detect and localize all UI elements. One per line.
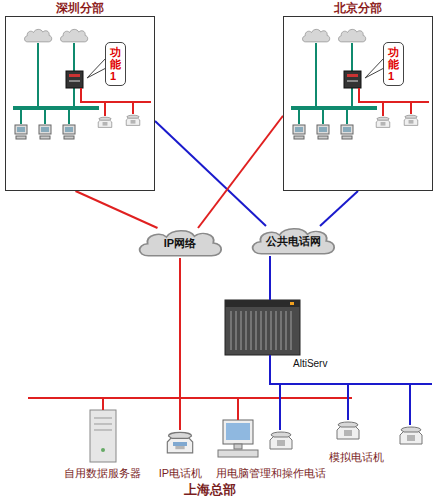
analog-phone-icon	[270, 432, 292, 449]
network-cloud: IP网络	[135, 228, 225, 258]
network-link	[180, 258, 238, 420]
branch-office-box: 北京分部功能1	[283, 16, 433, 191]
altiserv-rack-icon	[225, 300, 300, 355]
network-link	[76, 191, 158, 228]
ip-phone-device: IP电话机	[153, 430, 208, 480]
pc-icon	[226, 423, 250, 440]
altiserv-rack-icon	[225, 300, 300, 307]
ip-phone-icon	[167, 432, 192, 452]
pc-icon	[218, 450, 258, 457]
altiserv-rack-icon	[225, 300, 300, 355]
node-label: 功能1	[388, 46, 399, 82]
server-device: 自用数据服务器	[55, 410, 150, 480]
node-label: AltiServ	[293, 358, 327, 370]
pc-icon	[218, 420, 258, 457]
network-link	[198, 116, 283, 228]
node-label: 用电脑管理和操作电话	[212, 467, 330, 480]
function-callout: 功能1	[383, 42, 404, 86]
node-label: 模拟电话机	[325, 451, 387, 464]
node-label: 深圳分部	[6, 1, 154, 15]
network-link	[320, 191, 358, 226]
network-cloud: 公共电话网	[248, 226, 338, 256]
analog-phone-icon	[337, 422, 359, 439]
ip-phone-icon	[167, 432, 192, 452]
branch-lan-illustration	[291, 29, 429, 139]
site-label: 上海总部	[150, 482, 270, 497]
node-label: IP电话机	[153, 467, 208, 480]
node-label: 自用数据服务器	[55, 467, 150, 480]
altiserv-rack-icon	[290, 302, 294, 305]
analog-phone-icon	[270, 422, 422, 449]
analog-phone-icon	[400, 427, 422, 444]
pc-icon	[223, 420, 253, 444]
node-label: 北京分部	[284, 1, 432, 15]
network-link	[269, 256, 271, 300]
cloud-outline	[253, 229, 335, 254]
server-icon	[94, 418, 112, 430]
function-callout: 功能1	[105, 42, 126, 86]
pc-device: 用电脑管理和操作电话	[212, 420, 330, 480]
cloud-outline	[140, 231, 222, 256]
node-label: IP网络	[164, 237, 196, 250]
server-icon	[90, 410, 116, 462]
ip-phone-icon	[173, 442, 187, 446]
analog-phone-device: 模拟电话机	[325, 420, 387, 464]
server-icon	[90, 410, 116, 462]
node-label: 功能1	[110, 46, 121, 82]
node-label: 公共电话网	[266, 235, 321, 248]
server-icon	[101, 448, 105, 452]
branch-lan-illustration	[13, 29, 151, 139]
pc-icon	[234, 444, 242, 449]
branch-office-box: 深圳分部功能1	[5, 16, 155, 191]
network-link	[270, 355, 348, 420]
network-link	[103, 258, 180, 410]
altiserv-rack-icon	[231, 311, 291, 350]
altiserv-device: AltiServ	[225, 300, 300, 355]
